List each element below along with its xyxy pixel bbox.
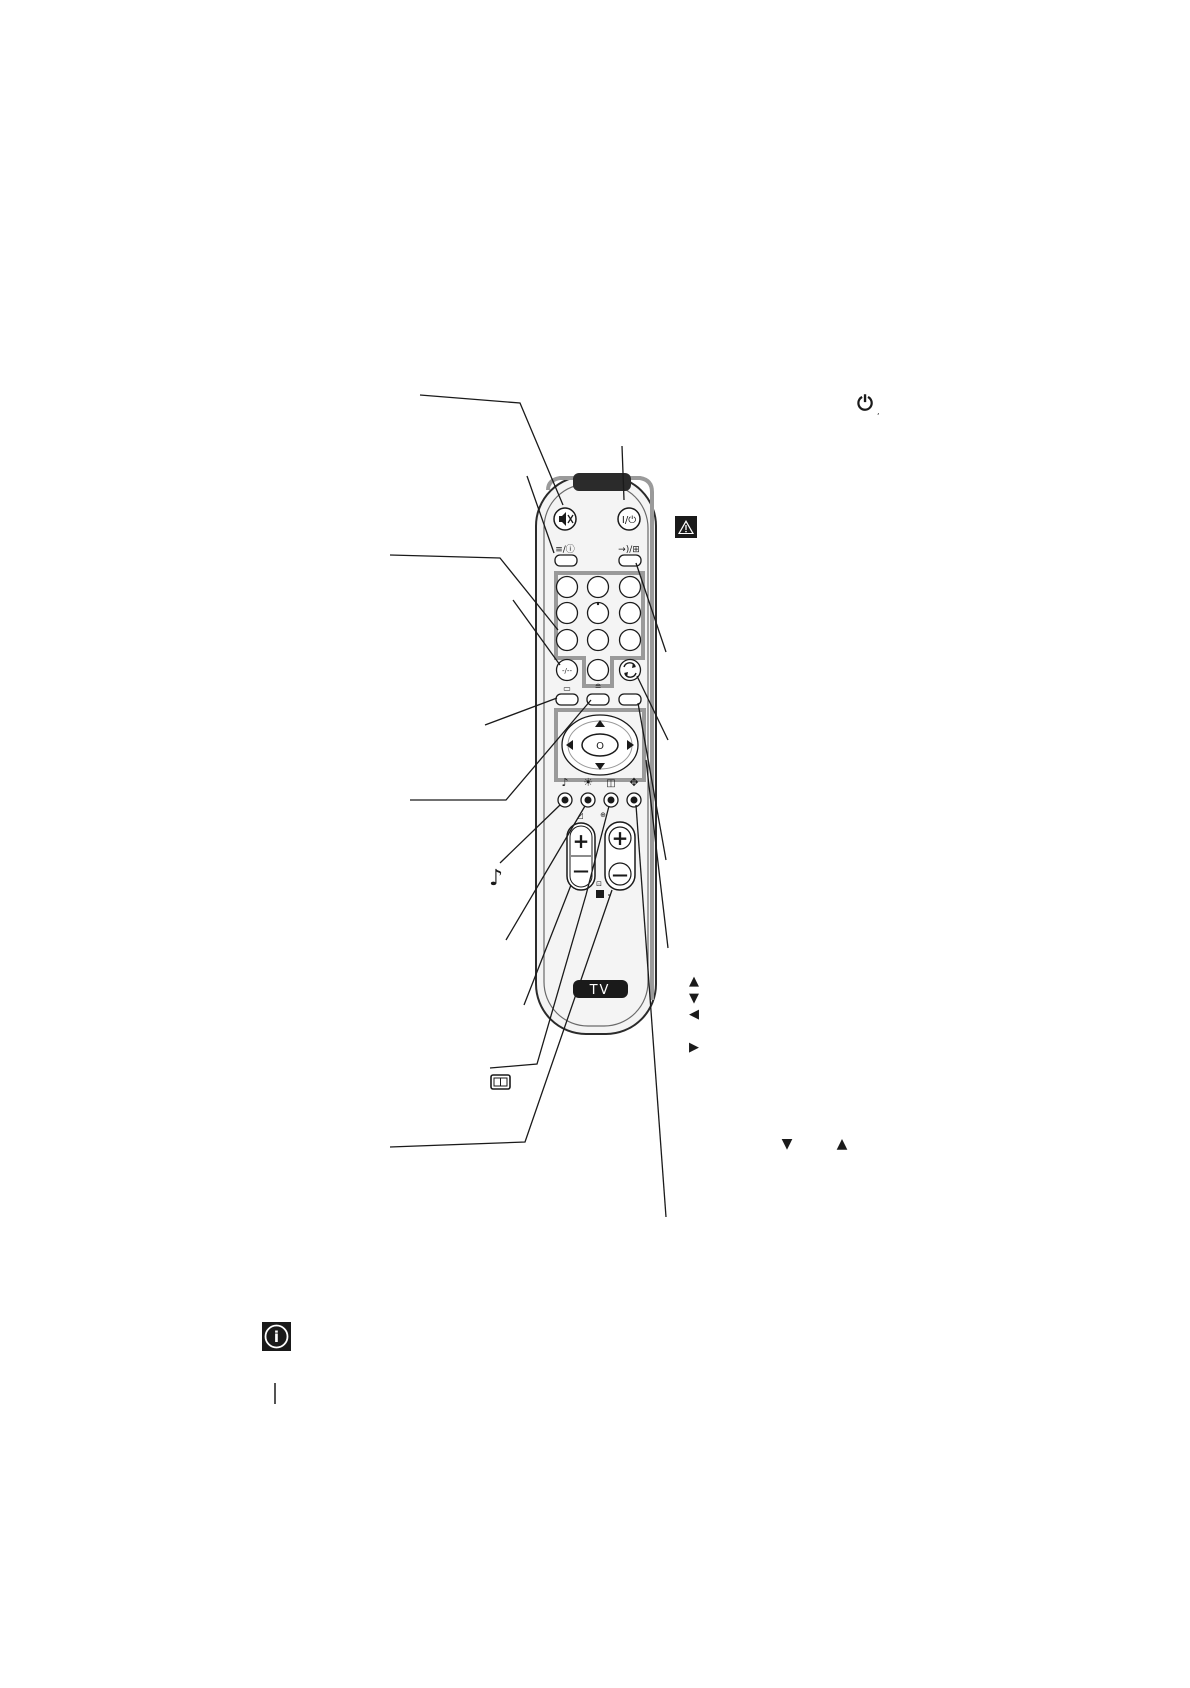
warning-icon (675, 516, 697, 538)
digit-entry-label: -/-- (562, 667, 572, 675)
recall-button[interactable] (618, 658, 642, 682)
picture-position-button[interactable] (626, 792, 642, 808)
callout-recall (636, 675, 669, 741)
input-select-button[interactable] (618, 554, 642, 567)
keypad-dot (596, 602, 600, 606)
arrow-right-icon[interactable] (627, 740, 634, 750)
menu-button[interactable] (618, 693, 642, 706)
text-reveal-icon (596, 890, 604, 898)
keypad-group-outline (554, 571, 645, 688)
callout-keypad (389, 554, 559, 631)
sound-mode-icon: ♪ (561, 776, 568, 789)
callout-info (526, 475, 555, 554)
digit-4-key[interactable] (555, 601, 579, 625)
info-button[interactable] (554, 554, 578, 567)
tv-badge-label: TV (589, 983, 611, 998)
ok-button[interactable]: O (581, 733, 619, 757)
legend-arrow-down: ▼ (689, 991, 699, 1006)
tv-mode-icon: ▭ (563, 684, 571, 693)
legend-arrow-up-2: ▲ (837, 1136, 848, 1152)
programme-rocker[interactable] (604, 821, 636, 891)
info-button-label: ≡/ⓘ (555, 544, 575, 555)
callout-lines (389, 394, 669, 1218)
legend-arrow-up: ▲ (689, 974, 699, 989)
callout-digit-entry (512, 599, 561, 666)
power-button[interactable]: I/⏻ (617, 507, 641, 531)
recall-arrows-icon (623, 662, 637, 678)
callout-volume (523, 884, 572, 1006)
digit-2-key[interactable] (586, 575, 610, 599)
digit-6-key[interactable] (618, 601, 642, 625)
digit-7-key[interactable] (555, 628, 579, 652)
callout-position (635, 804, 667, 1218)
ir-window (573, 473, 631, 491)
teletext-button[interactable] (586, 693, 610, 706)
digit-entry-button[interactable]: -/-- (555, 658, 579, 682)
digit-8-key[interactable] (586, 628, 610, 652)
hold-icon: ⊡ (596, 880, 602, 888)
callout-navigation (645, 759, 669, 949)
power-button-label: I/⏻ (622, 515, 636, 526)
margin-music-note: ♪ (489, 866, 503, 891)
picture-mode-button[interactable] (580, 792, 596, 808)
sound-mode-button[interactable] (557, 792, 573, 808)
volume-rocker[interactable] (566, 822, 596, 891)
ok-button-label: O (596, 741, 604, 752)
volume-minus-label[interactable]: — (573, 861, 589, 880)
picture-mode-icon: ☀ (583, 776, 593, 789)
callout-mute (419, 394, 564, 506)
programme-minus-label[interactable]: — (612, 865, 628, 884)
volume-plus-label[interactable]: + (573, 829, 590, 853)
callout-input (635, 562, 667, 653)
input-button-label: →)/⊞ (618, 545, 640, 555)
digit-3-key[interactable] (618, 575, 642, 599)
tv-mode-button[interactable] (555, 693, 579, 706)
mute-button[interactable] (553, 507, 577, 531)
arrow-key-legend: ▲ ▼ ◀ ▶ ▼ ▲ (689, 974, 848, 1152)
teletext-icon: ≘ (595, 682, 602, 691)
picture-position-icon: ✥ (629, 776, 638, 789)
number-keypad (555, 575, 642, 682)
screen-format-button[interactable] (603, 792, 619, 808)
callout-teletext (410, 699, 592, 801)
digit-0-key[interactable] (586, 658, 610, 682)
legend-arrow-left: ◀ (689, 1007, 699, 1022)
digit-5-key[interactable] (586, 601, 610, 625)
screen-format-small-icon: ◫ (606, 778, 615, 789)
margin-screen-format-icon (490, 1074, 511, 1090)
legend-arrow-down-2: ▼ (782, 1136, 793, 1152)
callout-sound (499, 804, 561, 864)
arrow-up-icon[interactable] (595, 720, 605, 727)
tv-badge (573, 980, 628, 998)
callout-menu (637, 702, 667, 861)
callout-screen (489, 805, 610, 1069)
info-note-icon: i (262, 1322, 291, 1351)
mute-icon (559, 512, 574, 526)
callout-programme (389, 889, 613, 1148)
callout-power (621, 445, 625, 501)
legend-arrow-right: ▶ (689, 1040, 699, 1055)
arrow-left-icon[interactable] (566, 740, 573, 750)
arrow-down-icon[interactable] (595, 763, 605, 770)
programme-plus-label[interactable]: + (612, 826, 629, 850)
programme-icon: ⊕ (600, 811, 606, 819)
digit-9-key[interactable] (618, 628, 642, 652)
digit-1-key[interactable] (555, 575, 579, 599)
navigation-group-outline (554, 708, 646, 782)
margin-power-comma: , (877, 407, 880, 416)
margin-power-icon: ⏻ (857, 391, 873, 415)
info-note-letter: i (274, 1328, 279, 1346)
callout-tv-mode (484, 697, 558, 726)
callout-picture (505, 805, 586, 941)
